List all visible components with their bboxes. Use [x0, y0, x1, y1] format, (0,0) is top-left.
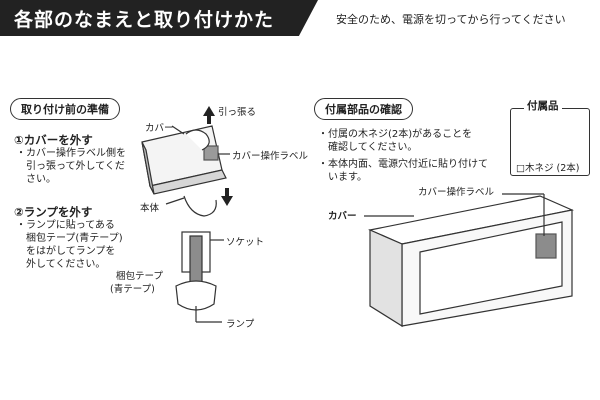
- label-pull: 引っ張る: [218, 107, 257, 118]
- section-prep: 取り付け前の準備: [10, 98, 120, 120]
- down-arrow: [221, 196, 233, 206]
- page-title: 各部のなまえと取り付けかた: [14, 9, 275, 31]
- accessory-line2: 確認してください。: [318, 142, 418, 153]
- accessory-title: 付属品: [524, 98, 562, 113]
- step1-line1: ・カバー操作ラベル側を: [16, 148, 126, 159]
- label-cover-operation: カバー操作ラベル: [232, 151, 309, 162]
- accessory-line4: います。: [318, 172, 367, 183]
- label-tape-color: (青テープ): [110, 284, 155, 295]
- accessory-item: □木ネジ (2本): [516, 163, 580, 174]
- section-accessories: 付属部品の確認: [314, 98, 413, 120]
- header-bar: [0, 0, 318, 36]
- label-socket: ソケット: [226, 237, 265, 248]
- step2-line3: をはがしてランプを: [16, 246, 116, 257]
- step1-line3: さい。: [16, 174, 56, 185]
- step2-line2: 梱包テープ(青テープ): [16, 233, 123, 244]
- step1-line2: 引っ張って外してくだ: [16, 161, 125, 172]
- cover-removal-illustration: [141, 125, 230, 217]
- main-unit-illustration: [364, 193, 574, 328]
- step2-title: ②ランプを外す: [14, 205, 93, 219]
- step2-line1: ・ランプに貼ってある: [16, 220, 115, 231]
- label-cover: カバー: [145, 123, 174, 134]
- pull-up-arrow: [203, 106, 215, 116]
- step2-line4: 外してください。: [16, 259, 106, 270]
- label-cover-right: カバー: [328, 211, 357, 222]
- accessory-line1: ・付属の木ネジ(2本)があることを: [318, 129, 473, 140]
- safety-note: 安全のため、電源を切ってから行ってください: [336, 13, 566, 26]
- label-tape: 梱包テープ: [116, 271, 163, 282]
- lamp-illustration: [175, 231, 224, 323]
- step1-title: ①カバーを外す: [14, 133, 93, 147]
- label-body: 本体: [140, 203, 160, 214]
- label-lamp: ランプ: [226, 319, 255, 330]
- accessory-line3: ・本体内面、電源穴付近に貼り付けて: [318, 159, 488, 170]
- label-cover-operation-right: カバー操作ラベル: [418, 187, 495, 198]
- accessory-box: [510, 108, 590, 176]
